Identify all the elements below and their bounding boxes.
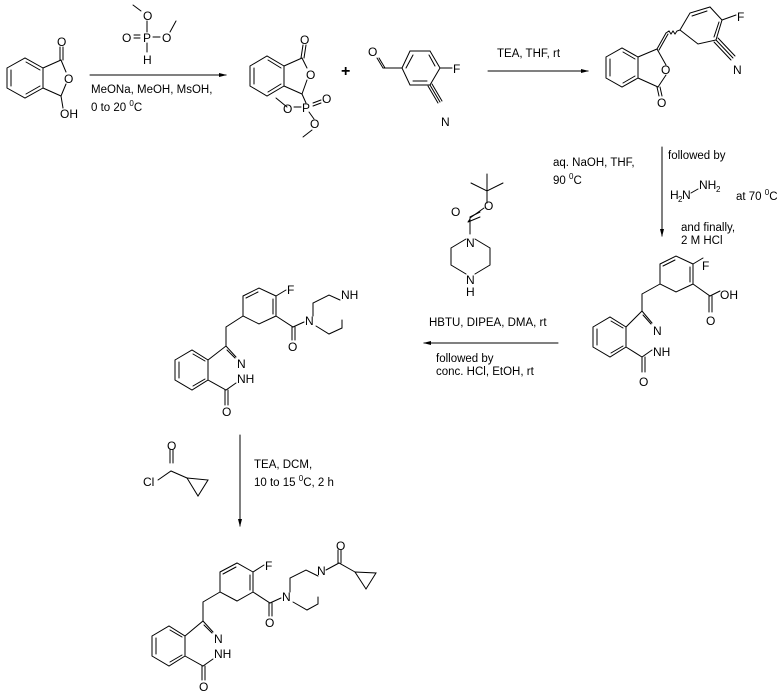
reagent-hydrazine: H 2 N NH 2 — [670, 178, 721, 204]
svg-text:F: F — [287, 283, 294, 297]
svg-text:F: F — [702, 259, 709, 273]
svg-text:F: F — [737, 10, 744, 24]
svg-text:2: 2 — [716, 185, 721, 194]
svg-text:NH: NH — [237, 372, 254, 386]
reagent-cyclopropanecarbonyl-chloride: O Cl — [143, 439, 209, 497]
compound-acid: F OH O N NH O — [592, 255, 738, 389]
svg-text:O: O — [322, 92, 331, 106]
svg-text:O: O — [706, 314, 715, 328]
compound-olaparib: O F N N O N NH O — [151, 539, 377, 692]
svg-text:NH: NH — [699, 178, 716, 192]
step1-conditions-line1: MeONa, MeOH, MsOH, — [91, 84, 213, 96]
svg-text:N: N — [682, 188, 691, 202]
svg-text:N: N — [653, 324, 662, 338]
step3-final: and finally, 2 M HCl — [681, 222, 736, 247]
reagent-boc-piperazine: O O N N H — [450, 173, 504, 299]
svg-text:P: P — [302, 101, 310, 115]
svg-text:N: N — [317, 564, 326, 578]
svg-text:OH: OH — [60, 107, 78, 121]
plus-sign: + — [341, 63, 350, 80]
reagent-dimethyl-phosphite: O O P O H — [122, 4, 177, 67]
svg-text:O: O — [306, 68, 315, 82]
compound-hydroxyphthalide: O O OH — [6, 35, 78, 121]
svg-text:NH: NH — [653, 345, 670, 359]
svg-text:P: P — [143, 31, 151, 45]
svg-text:O: O — [484, 199, 493, 213]
svg-text:O: O — [451, 205, 460, 219]
svg-text:O: O — [222, 405, 231, 419]
step3-conditions-left: aq. NaOH, THF, 90 0C — [553, 157, 635, 187]
step3-followed-by: followed by — [668, 150, 726, 162]
svg-text:O: O — [288, 340, 297, 354]
compound-piperazine-amide: F NH N O N NH O — [174, 283, 358, 419]
svg-text:N: N — [214, 632, 223, 646]
svg-text:O: O — [300, 33, 309, 47]
svg-text:O: O — [57, 35, 66, 49]
svg-text:N: N — [466, 273, 475, 287]
svg-text:2: 2 — [678, 195, 683, 204]
svg-text:N: N — [237, 357, 246, 371]
step1-conditions-line2: 0 to 20 0C — [91, 99, 143, 114]
svg-text:Cl: Cl — [143, 475, 154, 489]
svg-text:F: F — [265, 559, 272, 573]
svg-text:NH: NH — [214, 647, 231, 661]
svg-text:O: O — [265, 616, 274, 630]
svg-text:O: O — [661, 63, 670, 77]
svg-text:OH: OH — [720, 288, 738, 302]
svg-text:N: N — [466, 236, 475, 250]
svg-text:F: F — [453, 62, 460, 76]
step4-conditions-below: followed by conc. HCl, EtOH, rt — [436, 353, 534, 378]
svg-text:N: N — [282, 590, 291, 604]
svg-text:O: O — [657, 96, 666, 110]
svg-text:N: N — [733, 63, 742, 77]
svg-text:O: O — [283, 102, 292, 116]
compound-aldehyde: O F N — [368, 45, 460, 129]
svg-text:O: O — [310, 117, 319, 131]
svg-text:H: H — [466, 285, 475, 299]
svg-text:O: O — [639, 375, 648, 389]
step5-conditions: TEA, DCM, 10 to 15 0C, 2 h — [254, 459, 334, 489]
compound-phosphonate: O O P O O O — [249, 33, 331, 138]
step3-temperature: at 70 0C — [736, 188, 778, 203]
svg-text:O: O — [143, 9, 152, 23]
svg-text:O: O — [162, 31, 171, 45]
step2-conditions: TEA, THF, rt — [497, 48, 561, 60]
svg-text:O: O — [122, 31, 131, 45]
svg-text:O: O — [199, 680, 208, 692]
svg-text:NH: NH — [341, 288, 358, 302]
svg-text:N: N — [305, 314, 314, 328]
svg-text:H: H — [143, 53, 152, 67]
compound-benzylidene: O O F N — [605, 6, 744, 110]
svg-text:O: O — [336, 539, 345, 553]
svg-text:H: H — [670, 188, 679, 202]
svg-text:O: O — [64, 72, 73, 86]
step1-conditions: MeONa, MeOH, MsOH, 0 to 20 0C — [91, 84, 212, 115]
svg-text:O: O — [167, 439, 176, 453]
svg-text:O: O — [368, 45, 377, 59]
step4-conditions-above: HBTU, DIPEA, DMA, rt — [429, 317, 547, 329]
svg-text:N: N — [441, 115, 450, 129]
